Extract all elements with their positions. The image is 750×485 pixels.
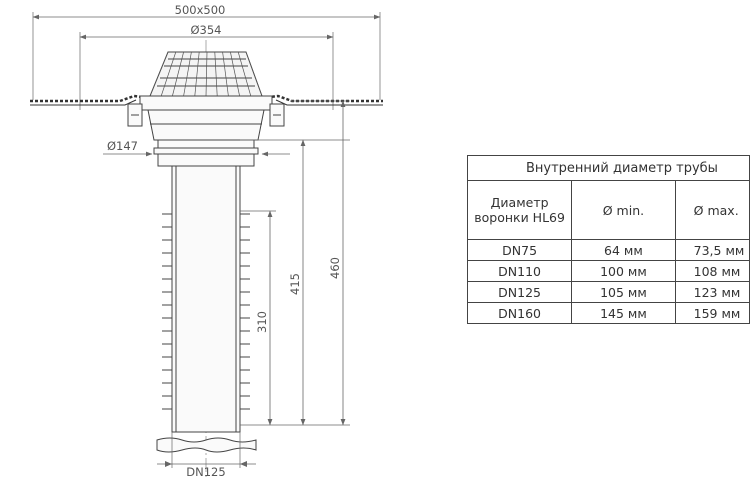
cell-dn: DN110 xyxy=(466,260,573,282)
cell-dn: DN75 xyxy=(466,239,573,261)
table-row: DN110 100 мм 108 мм xyxy=(466,260,750,282)
dim-outlet-label: Ø147 xyxy=(107,139,138,153)
grate-rib xyxy=(149,51,169,97)
grate-rib xyxy=(230,51,240,97)
grate-rib xyxy=(214,51,218,97)
cell-max: 108 мм xyxy=(674,260,750,282)
dim-pipe-label: DN125 xyxy=(186,465,225,479)
dim-460-label: 460 xyxy=(328,257,342,279)
pipe-diameter-table: Внутренний диаметр трубы Диаметр воронки… xyxy=(466,155,750,324)
grate-rib xyxy=(245,51,263,97)
cell-min: 105 мм xyxy=(571,281,676,303)
col-header-max: Ø max. xyxy=(674,180,750,240)
outlet-body xyxy=(127,95,285,167)
pipe xyxy=(171,165,241,433)
table-row: DN160 145 мм 159 мм xyxy=(466,302,750,324)
dim-grate-label: Ø354 xyxy=(190,23,221,37)
grate-rib xyxy=(194,51,200,97)
cell-max: 123 мм xyxy=(674,281,750,303)
table-header: Внутренний диаметр трубы xyxy=(467,155,750,181)
grate-rib xyxy=(183,51,192,97)
grate-rib xyxy=(222,51,229,97)
dim-415-label: 415 xyxy=(288,273,302,295)
col-header-min: Ø min. xyxy=(571,180,676,240)
cell-dn: DN160 xyxy=(466,302,573,324)
grate-rib xyxy=(172,51,184,97)
table-row: DN75 64 мм 73,5 мм xyxy=(466,239,750,261)
grate-rib xyxy=(205,51,208,97)
dim-flange-label: 500x500 xyxy=(175,3,226,17)
cell-min: 64 мм xyxy=(571,239,676,261)
table-row: DN125 105 мм 123 мм xyxy=(466,281,750,303)
cell-dn: DN125 xyxy=(466,281,573,303)
grate-rib xyxy=(160,51,177,97)
cell-min: 145 мм xyxy=(571,302,676,324)
col-header-dn: Диаметр воронки HL69 xyxy=(466,180,573,240)
dim-310-label: 310 xyxy=(255,311,269,333)
cell-min: 100 мм xyxy=(571,260,676,282)
grate-ribs xyxy=(149,51,263,97)
cell-max: 159 мм xyxy=(674,302,750,324)
pipe-break xyxy=(156,437,257,453)
cell-max: 73,5 мм xyxy=(674,239,750,261)
grate-rib xyxy=(237,51,252,97)
insulation-fins xyxy=(162,213,250,410)
